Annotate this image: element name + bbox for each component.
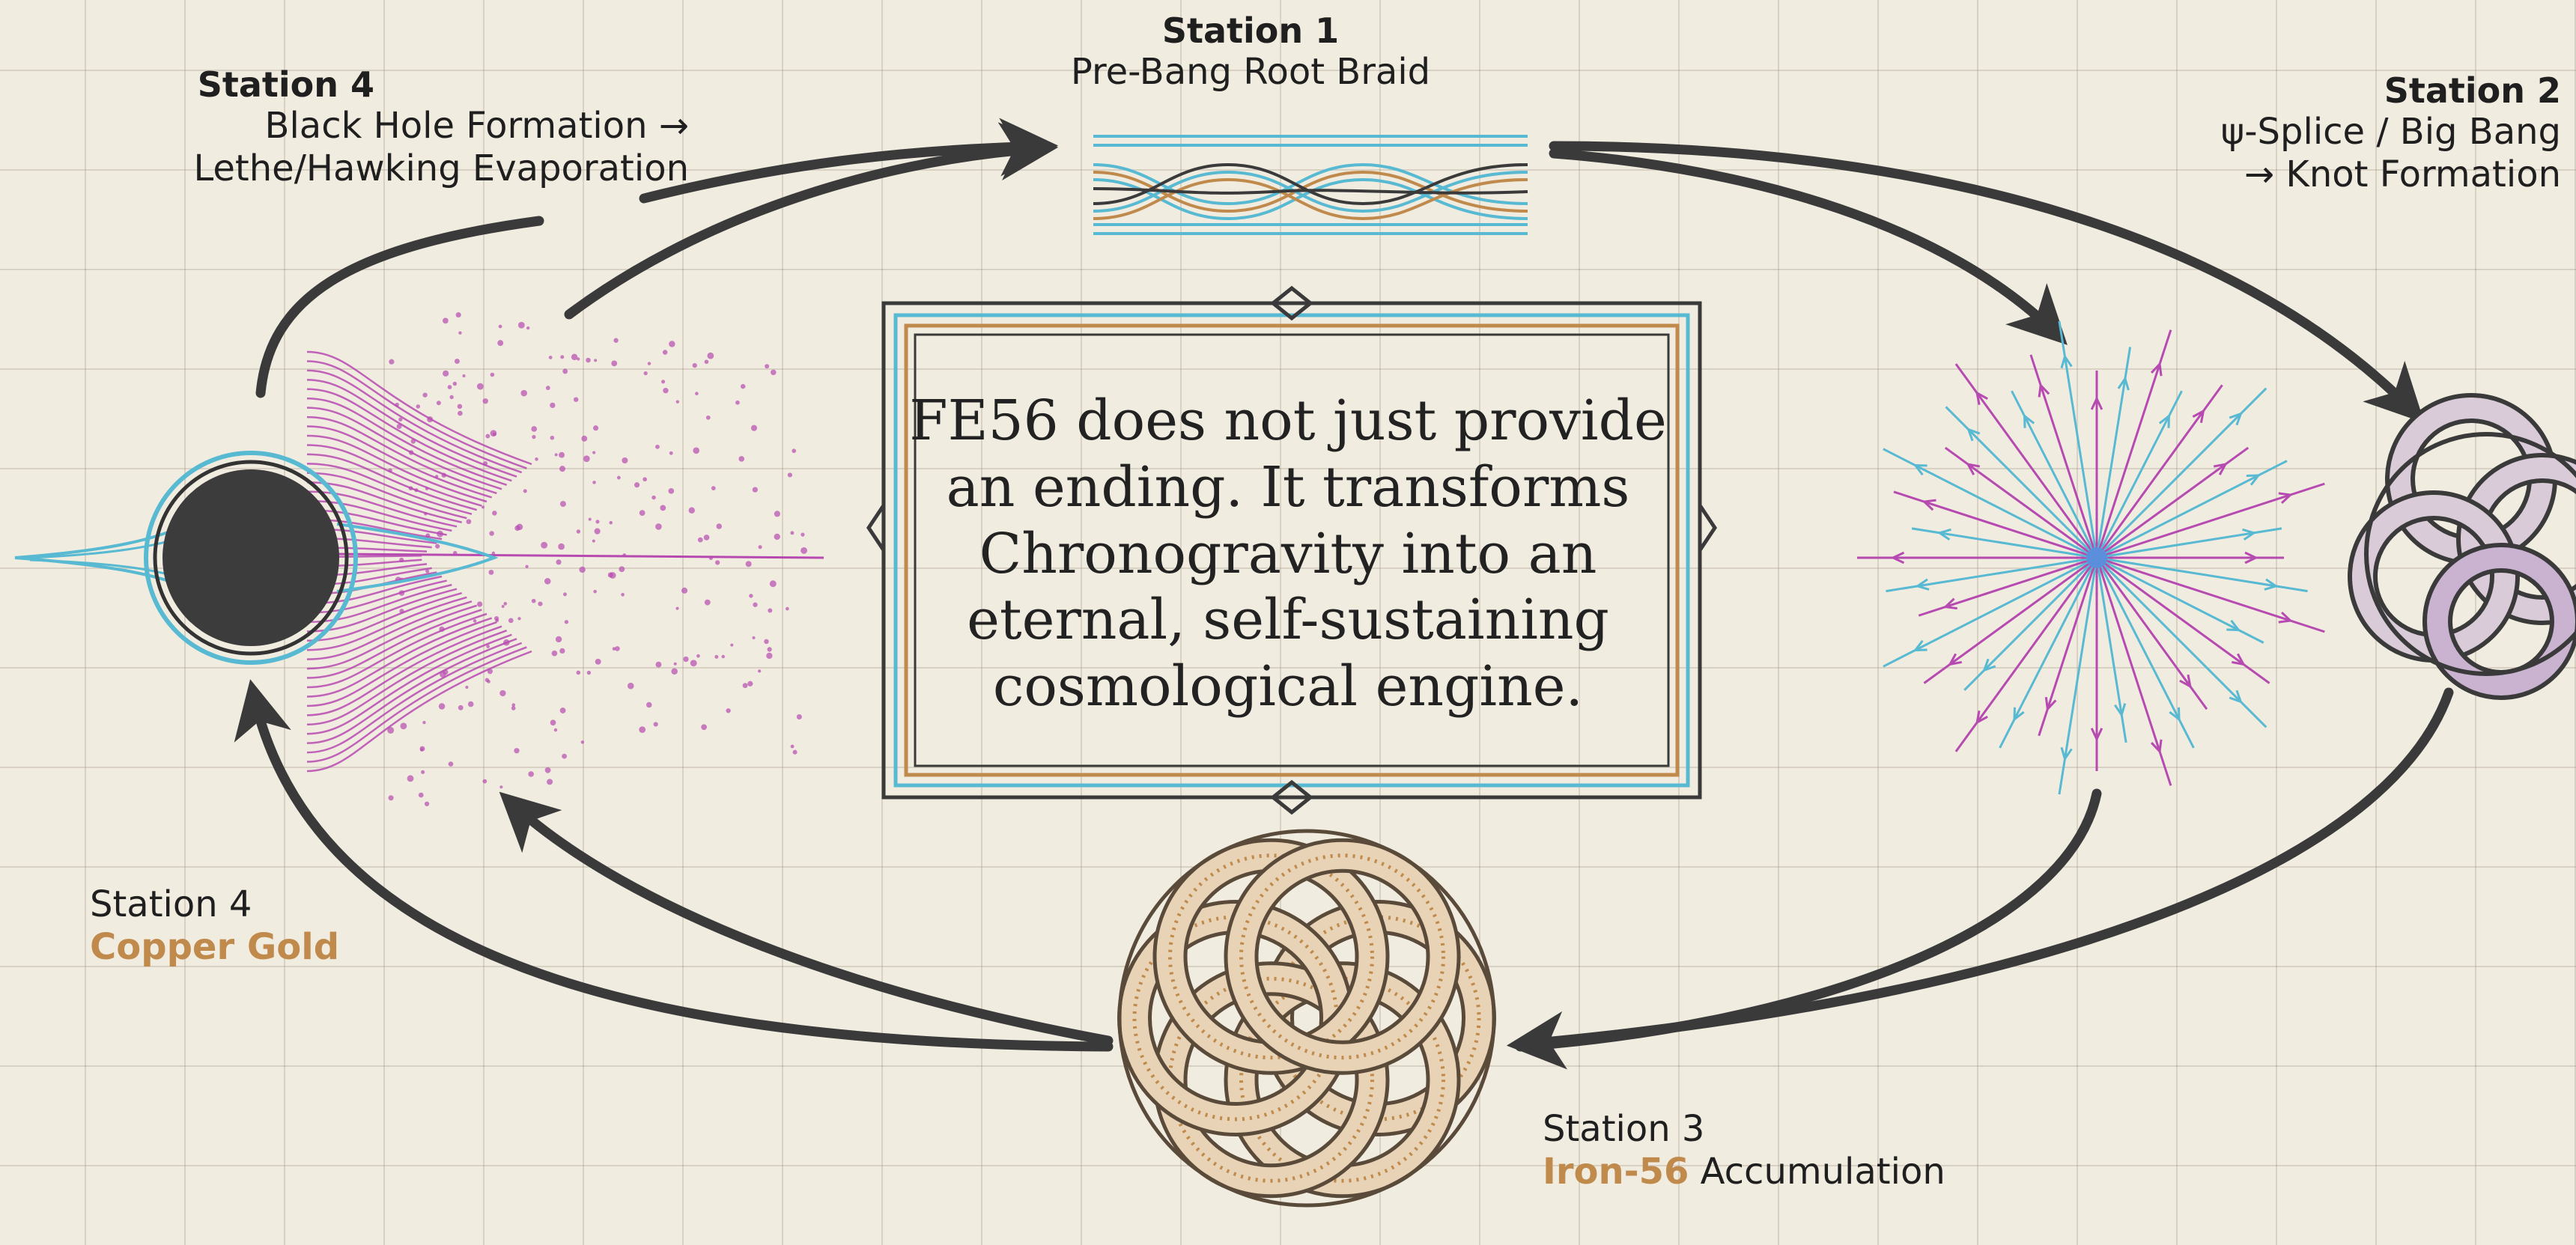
station-4-top-line2: Lethe/Hawking Evaporation xyxy=(193,147,690,189)
station-1-subtitle: Pre-Bang Root Braid xyxy=(1070,51,1431,94)
quote-frame xyxy=(866,285,1718,815)
station-2-line1: ψ-Splice / Big Bang xyxy=(2220,111,2561,153)
station-4-bottom-label: Station 4 Copper Gold xyxy=(90,883,539,968)
arrow-s3-to-s4-outer xyxy=(234,679,1114,1052)
big-bang-burst-icon xyxy=(1857,320,2325,795)
iron-56-knot-icon xyxy=(1117,829,1496,1208)
hawking-radiation-icon xyxy=(306,312,824,806)
arrow-s2-to-s3-inner xyxy=(1515,788,2102,1052)
arrow-s4-to-s1-inner xyxy=(564,122,1059,320)
arrow-s3-to-s4-inner xyxy=(499,791,1114,1046)
station-2-label: Station 2 ψ-Splice / Big Bang → Knot For… xyxy=(2022,70,2561,196)
arrow-s4-up xyxy=(255,216,544,398)
station-3-accent: Iron-56 xyxy=(1543,1150,1689,1193)
cycle-arrows xyxy=(234,118,2454,1070)
braid-icon xyxy=(1093,135,1528,235)
station-1-title: Station 1 xyxy=(1161,10,1340,51)
station-1-label: Station 1 Pre-Bang Root Braid xyxy=(966,10,1535,94)
arrow-s1-to-s2-outer xyxy=(1549,141,2425,424)
station-3-title: Station 3 xyxy=(1543,1108,1705,1150)
arrow-s1-to-s2-inner xyxy=(1549,148,2068,345)
station-4-top-title: Station 4 xyxy=(197,64,374,105)
arrow-s4-to-s1-outer xyxy=(639,118,1059,204)
station-2-line2: → Knot Formation xyxy=(2244,153,2561,195)
station-4-bottom-title: Station 4 xyxy=(90,883,252,925)
trefoil-knot-icon xyxy=(2348,393,2576,700)
station-3-rest: Accumulation xyxy=(1689,1150,1945,1193)
station-4-top-label: Station 4 Black Hole Formation → Lethe/H… xyxy=(45,64,690,190)
station-4-bottom-subtitle: Copper Gold xyxy=(90,925,340,968)
station-3-label: Station 3 Iron-56 Accumulation xyxy=(1543,1108,2112,1193)
station-2-title: Station 2 xyxy=(2384,70,2561,111)
central-quote: FE56 does not just provide an ending. It… xyxy=(909,389,1667,719)
black-hole-icon xyxy=(14,451,499,665)
station-4-top-line1: Black Hole Formation → xyxy=(264,105,689,147)
